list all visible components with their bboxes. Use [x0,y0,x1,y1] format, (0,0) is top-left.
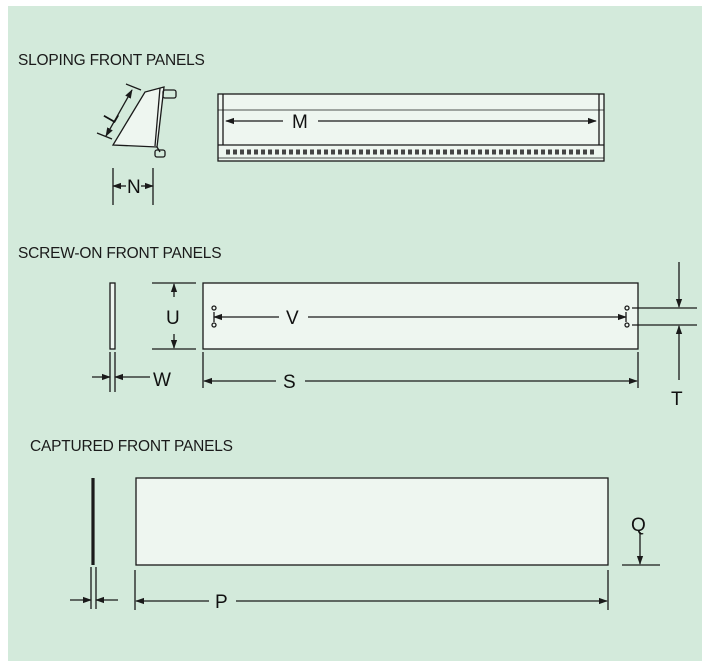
label-u: U [166,308,180,329]
label-v: V [286,308,299,329]
label-t: T [671,389,683,410]
captured-heading: CAPTURED FRONT PANELS [30,438,233,455]
sloping-side-profile [111,86,177,158]
dimension-captured-thickness [70,567,118,609]
screw-on-heading: SCREW-ON FRONT PANELS [18,245,222,262]
captured-front-view [135,477,609,566]
label-n: N [127,177,141,198]
screw-on-front-view [202,282,639,350]
dimension-n [112,168,154,205]
sloping-front-view [217,93,605,162]
label-s: S [283,372,296,393]
dimension-p [134,570,609,610]
dimension-w [92,352,150,392]
dimension-u [152,282,196,350]
sloping-heading: SLOPING FRONT PANELS [18,52,205,69]
screw-on-side-profile [109,282,116,350]
label-q: Q [631,515,646,536]
dimension-s [202,352,639,388]
label-p: P [215,592,228,613]
dimension-l [96,83,142,140]
label-w: W [153,370,171,391]
dimension-v [213,312,627,322]
label-m: M [292,112,308,133]
dimension-q [622,532,660,566]
dimension-t [632,262,697,380]
